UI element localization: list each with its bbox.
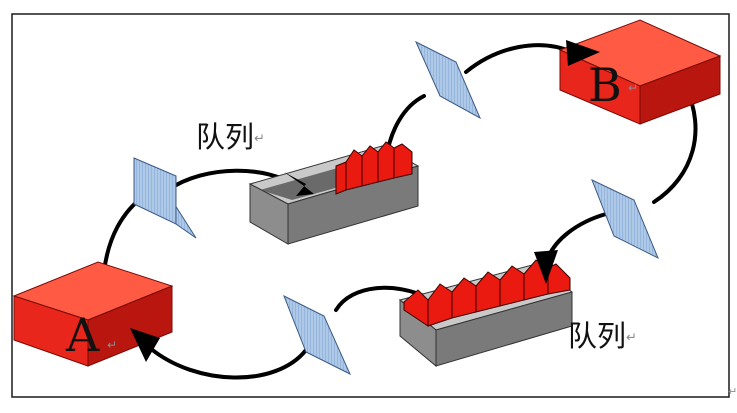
frame-end-paragraph-mark: ↵: [728, 385, 737, 398]
port-panel-3: [591, 179, 659, 260]
bottom-queue-items: [403, 259, 571, 327]
arrowhead-into-a: [130, 328, 160, 362]
node-b-box: [558, 19, 722, 125]
node-b-label: B: [588, 58, 622, 112]
port-panel-2: [414, 40, 482, 120]
arrowhead-into-bottom-queue: [534, 250, 558, 284]
bottom-queue-paragraph-mark: ↵: [626, 330, 637, 346]
curve-a-to-port1: [102, 194, 146, 274]
top-queue-paragraph-mark: ↵: [254, 131, 265, 147]
top-queue-arrow: [284, 172, 314, 196]
bottom-queue-label: 队列↵: [568, 319, 637, 353]
outer-frame: [11, 13, 730, 398]
node-a-box: [12, 261, 174, 367]
top-queue-items: [335, 141, 413, 195]
top-queue-label: 队列↵: [196, 120, 265, 154]
node-a-label: A: [66, 308, 100, 362]
node-a-paragraph-mark: ↵: [107, 338, 118, 352]
curve-port4-to-a: [148, 346, 308, 380]
curve-port2-to-b: [464, 43, 574, 74]
arrowhead-into-b: [566, 40, 600, 66]
port-panel-4: [283, 294, 352, 376]
node-b-paragraph-mark: ↵: [628, 81, 639, 95]
port-panel-1-face: [133, 157, 177, 225]
